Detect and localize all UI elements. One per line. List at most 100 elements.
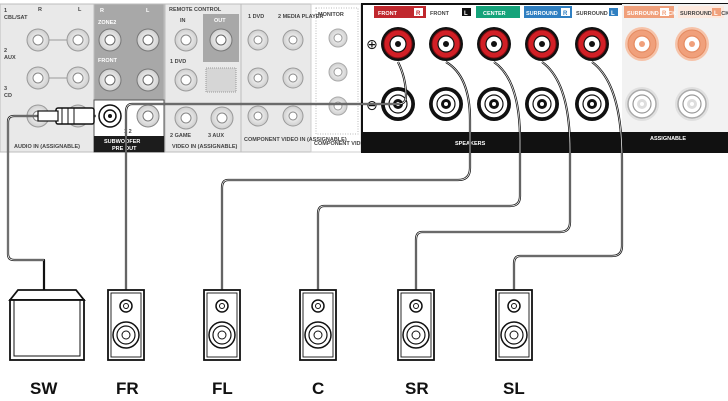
binding-post-minus-back-l [675, 87, 709, 121]
label-sw: SW [30, 379, 58, 398]
svg-text:R: R [563, 11, 568, 17]
svg-text:R: R [662, 11, 667, 17]
assignable-footer: ASSIGNABLE [650, 136, 686, 142]
zone2-r-tag: R [100, 8, 104, 14]
binding-post-plus-front-l [429, 27, 463, 61]
subwoofer-box [8, 289, 86, 361]
tag-surround-r: SURROUND R [524, 6, 572, 18]
svg-text:FRONT: FRONT [430, 11, 450, 17]
svg-text:R: R [416, 11, 421, 17]
speaker-box-sr [397, 289, 435, 361]
svg-text:CENTER: CENTER [483, 11, 506, 17]
subwoofer-label-bg [94, 136, 164, 152]
svg-text:FRONT: FRONT [378, 11, 398, 17]
binding-post-minus-surround-r [525, 87, 559, 121]
binding-post-plus-back-l [675, 27, 709, 61]
monitor-jacks [328, 28, 348, 116]
subwoofer-title: SUBWOOFER [104, 139, 140, 145]
tag-front-r: FRONT R [374, 6, 426, 18]
audio-ch1-name: CBL/SAT [4, 15, 28, 21]
binding-post-plus-surround-l [575, 27, 609, 61]
label-sr: SR [405, 379, 429, 398]
minus-symbol: ⊖ [366, 98, 378, 114]
speaker-labels: SW FR FL C SR SL [30, 379, 525, 398]
remote-dvd: 1 DVD [170, 59, 186, 65]
plus-symbol: ⊕ [366, 37, 378, 53]
tag-back-l: SURROUND BACK L [678, 6, 728, 18]
zone2-l-tag: L [146, 8, 150, 14]
subwoofer-jack-2 [136, 104, 160, 128]
remote-footer: VIDEO IN (ASSIGNABLE) [172, 144, 238, 150]
component-footer: COMPONENT VIDEO IN (ASSIGNABLE) [244, 137, 347, 143]
component-media: 2 MEDIA PLAYER [278, 14, 323, 20]
label-c: C [312, 379, 324, 398]
binding-post-minus-back-r [625, 87, 659, 121]
label-fl: FL [212, 379, 233, 398]
binding-post-plus-back-r [625, 27, 659, 61]
remote-game: 2 GAME [170, 133, 191, 139]
wire-subwoofer-inner [7, 115, 96, 261]
wire-surround-right-inner [415, 61, 571, 290]
svg-text:SURROUND: SURROUND [576, 11, 608, 17]
speaker-footer-bar [362, 132, 622, 152]
subwoofer-footer: PRE OUT [112, 146, 137, 152]
remote-jacks [174, 28, 234, 130]
monitor-dotted [315, 7, 359, 135]
monitor-footer: COMPONENT VIDEO OUT [314, 141, 382, 147]
tag-front-l: FRONT L [428, 6, 474, 18]
zone2-jacks [98, 28, 160, 92]
remote-aux: 3 AUX [208, 133, 224, 139]
ir-dotted-port [205, 67, 237, 93]
svg-text:SURROUND BACK: SURROUND BACK [680, 11, 728, 17]
svg-text:L: L [714, 11, 718, 17]
wire-front-left-inner [221, 61, 471, 290]
monitor-title: MONITOR [318, 12, 344, 18]
remote-out-label: OUT [214, 18, 226, 24]
binding-post-plus-surround-r [525, 27, 559, 61]
speaker-box-fr [107, 289, 145, 361]
binding-post-plus-front-r [381, 27, 415, 61]
speaker-terminals: SPEAKERS ASSIGNABLE FRONT R FRONT L CENT… [361, 3, 728, 153]
svg-text:L: L [464, 11, 468, 17]
audio-ch3-name: CD [4, 93, 12, 99]
binding-posts [381, 27, 709, 121]
binding-post-plus-center [477, 27, 511, 61]
tag-center: CENTER [476, 6, 520, 18]
audio-l-tag: L [78, 7, 82, 13]
tag-surround-l: SURROUND L [574, 6, 620, 18]
subwoofer-jack-1 [98, 104, 122, 128]
component-jacks [247, 29, 304, 127]
svg-text:L: L [611, 11, 615, 17]
speaker-box-c [299, 289, 337, 361]
tag-back-r: SURROUND BACK R [624, 6, 676, 18]
binding-post-minus-surround-l [575, 87, 609, 121]
remote-in: IN [180, 18, 186, 24]
audio-in-footer: AUDIO IN (ASSIGNABLE) [14, 144, 80, 150]
svg-text:SURROUND BACK: SURROUND BACK [627, 11, 676, 17]
speaker-boxes [107, 289, 533, 361]
speaker-box-fl [203, 289, 241, 361]
back-panel: 1 CBL/SAT 2 AUX 3 CD R L AUDIO IN (ASSIG… [0, 3, 382, 153]
wire-front-right-inner [125, 61, 407, 290]
wires [6, 61, 624, 290]
audio-r-tag: R [38, 7, 42, 13]
wire-center-inner [317, 61, 521, 290]
zone2-sub: FRONT [98, 58, 118, 64]
rca-plug [37, 107, 95, 125]
wire-surround-left-inner [513, 61, 623, 290]
audio-ch1-num: 1 [4, 8, 7, 14]
speaker-box-sl [495, 289, 533, 361]
svg-text:SURROUND: SURROUND [526, 11, 558, 17]
remote-title: REMOTE CONTROL [169, 7, 222, 13]
binding-post-minus-front-l [429, 87, 463, 121]
subwoofer-nums: 1 2 [124, 129, 132, 135]
audio-ch2-name: AUX [4, 55, 16, 61]
audio-ch3-num: 3 [4, 86, 7, 92]
binding-post-minus-center [477, 87, 511, 121]
zone2-title: ZONE2 [98, 20, 116, 26]
label-fr: FR [116, 379, 139, 398]
audio-ch2-num: 2 [4, 48, 7, 54]
label-sl: SL [503, 379, 525, 398]
component-dvd: 1 DVD [248, 14, 264, 20]
